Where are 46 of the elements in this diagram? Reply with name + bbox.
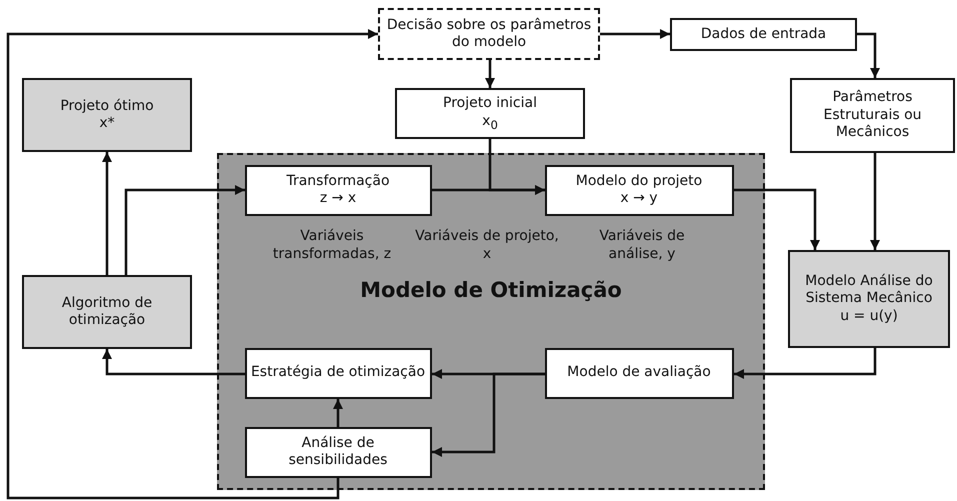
box-text: Transformação [286, 172, 390, 190]
variable-label: Variáveis de análise, y [598, 228, 686, 263]
arrow [870, 153, 880, 250]
process-box [670, 18, 857, 51]
arrow [600, 29, 670, 39]
process-box [790, 78, 955, 153]
process-box [544, 348, 734, 398]
arrow [6, 29, 378, 500]
arrow [857, 32, 880, 78]
process-box [244, 164, 432, 216]
process-box [244, 426, 432, 478]
box-text: x$_{0}$ [482, 112, 498, 132]
process-box [244, 348, 432, 398]
arrow [734, 348, 876, 379]
arrow [124, 185, 245, 275]
arrow [102, 152, 112, 275]
box-text: Modelo do projeto [576, 172, 702, 190]
arrow [485, 60, 495, 88]
process-box [788, 250, 950, 348]
box-text: Análise de sensibilidades [288, 434, 388, 470]
box-text: x* [99, 115, 115, 132]
arrow [432, 185, 545, 195]
process-box [395, 88, 585, 139]
box-text: Dados de entrada [700, 26, 826, 44]
container-panel [217, 153, 765, 490]
box-text: Projeto inicial [443, 95, 537, 113]
box-text: u = u(y) [840, 308, 898, 326]
box-text: Modelo de avaliação [567, 364, 711, 382]
arrow [734, 188, 820, 250]
process-box [378, 8, 600, 60]
process-box [544, 164, 734, 216]
variable-label: Variáveis transformadas, z [272, 228, 392, 263]
box-text: Projeto ótimo [60, 98, 154, 115]
arrow [102, 349, 245, 376]
process-box [22, 78, 192, 152]
variable-label: Variáveis de projeto, x [414, 228, 560, 263]
arrow [432, 372, 545, 457]
box-text: Estratégia de otimização [250, 364, 426, 382]
box-text: x → y [620, 190, 658, 208]
container-title: Modelo de Otimização [359, 277, 623, 304]
box-text: Algoritmo de otimização [60, 294, 154, 330]
arrow [333, 399, 343, 427]
process-box [22, 275, 192, 349]
box-text: z → x [320, 190, 356, 208]
box-text: Parâmetros Estruturais ou Mecânicos [822, 89, 923, 142]
box-text: Decisão sobre os parâmetros do modelo [386, 16, 592, 52]
